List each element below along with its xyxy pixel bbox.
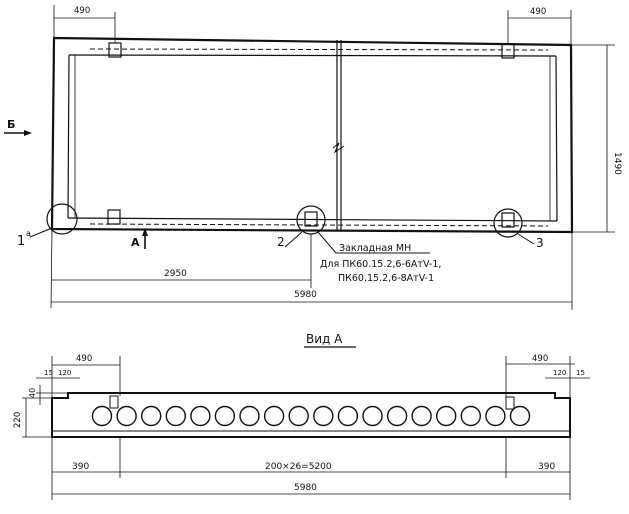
void-hole: [116, 405, 137, 427]
dim-label: 120: [58, 369, 71, 377]
dim-label: 200×26=5200: [265, 462, 332, 472]
callout-label-1-sup: а: [26, 229, 31, 238]
inner-right-line: [555, 55, 558, 222]
dim-label: 40: [28, 388, 37, 398]
dim-label: 5980: [294, 483, 317, 493]
dim-label: 220: [13, 412, 23, 428]
void-hole: [386, 405, 408, 427]
note-line-2: ПК60.15.2,6-8АтV-1: [338, 273, 434, 284]
callout-label-1: 1: [17, 234, 25, 249]
section-arrow-b-head: [24, 130, 32, 136]
dim-label: 5980: [294, 290, 317, 300]
inner-left-line: [67, 54, 70, 219]
leader-2: [284, 231, 303, 248]
dim-label: 490: [76, 354, 92, 364]
void-hole: [165, 405, 187, 427]
void-hole: [411, 405, 432, 427]
dim-label: 15: [576, 369, 585, 377]
dim-label: 2950: [164, 269, 187, 279]
leader-3: [517, 233, 535, 245]
note-line-1: Для ПК60.15.2,6-6АтV-1,: [320, 259, 441, 270]
slab-outline: [50, 36, 574, 234]
break-symbol: [332, 142, 345, 154]
void-hole: [509, 405, 531, 427]
void-hole: [140, 405, 162, 427]
embedded-plate: [304, 211, 318, 227]
callout-label-3: 3: [536, 236, 544, 250]
leader-note: [317, 231, 337, 254]
embedded-plate: [107, 209, 121, 225]
void-hole: [337, 405, 359, 427]
callout-circle-1a: [46, 203, 78, 235]
leader-1a: [29, 227, 53, 238]
dim-label: 15: [44, 369, 53, 377]
inner-bottom-line: [67, 217, 558, 222]
void-hole: [288, 405, 309, 427]
void-hole: [190, 405, 211, 427]
reinforcement-bottom: [89, 223, 549, 227]
void-hole: [91, 405, 113, 427]
void-hole: [436, 405, 457, 427]
ext-line: [50, 228, 53, 309]
void-hole: [214, 405, 236, 427]
view-a-title: Вид А: [306, 332, 343, 346]
lifting-loop: [109, 395, 119, 409]
void-hole: [485, 405, 506, 427]
dim-label: 390: [72, 462, 89, 472]
reinforcement-top: [89, 48, 549, 51]
dim-label: 120: [553, 369, 566, 377]
slab-profile: [51, 392, 571, 438]
plan-view: 490 490 1490 2950 5980 Б А 1 а 2 3 Закла…: [4, 5, 622, 310]
view-a: Вид А 490 490 15: [13, 332, 590, 500]
inner-top-line: [68, 54, 557, 57]
void-hole: [313, 405, 334, 427]
dim-label: 390: [538, 462, 555, 472]
dim-label: 490: [530, 7, 546, 17]
void-hole: [460, 405, 481, 427]
void-hole: [263, 405, 285, 427]
void-hole: [362, 405, 383, 427]
void-holes: [91, 405, 531, 427]
view-arrow-a-head: [142, 228, 148, 236]
void-hole: [239, 405, 260, 427]
dim-label: 1490: [612, 152, 622, 175]
section-label-b: Б: [7, 118, 15, 131]
dim-label: 490: [532, 354, 548, 364]
callout-label-2: 2: [277, 235, 285, 249]
callout-circle-3: [493, 208, 523, 238]
embedded-plate: [501, 212, 515, 228]
note-title: Закладная МН: [339, 243, 411, 254]
dim-label: 490: [74, 6, 90, 16]
view-label-a: А: [131, 236, 140, 249]
lifting-loop: [505, 396, 515, 410]
